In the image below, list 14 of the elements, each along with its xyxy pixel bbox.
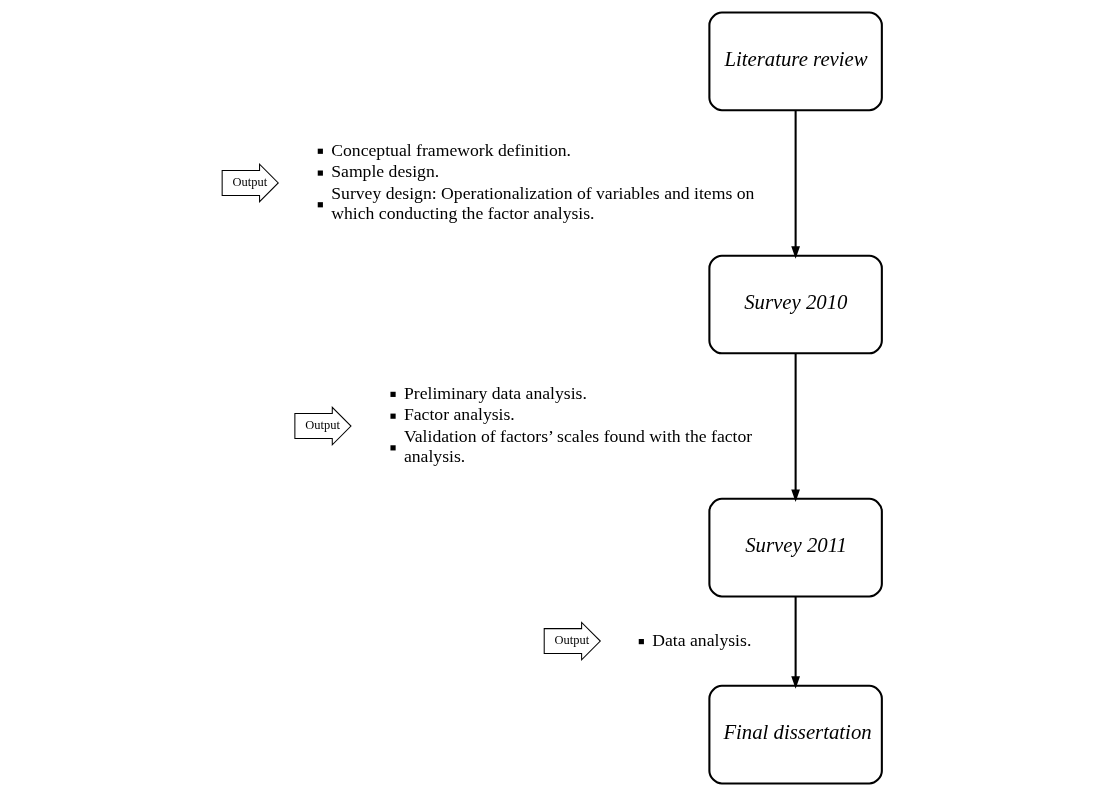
arrow (791, 353, 800, 502)
node-label: Survey design: Operationalization of variables and items on which conducting the factor analysis. (331, 183, 755, 223)
node-label: Factor analysis. (403, 404, 515, 425)
node-label: Data analysis. (652, 629, 752, 650)
node-label: Sample design. (331, 161, 440, 182)
node-box: Literature review (708, 11, 883, 112)
node-label: Conceptual framework definition. (331, 139, 571, 160)
node-box: Final dissertation (708, 684, 883, 785)
arrow (791, 110, 800, 259)
node-label: Validation of factors’ scales found with the factor analysis. (403, 426, 753, 466)
node-label: Preliminary data analysis. (403, 382, 587, 403)
arrow (791, 596, 800, 689)
node-box: Survey 2010 (708, 254, 883, 355)
node-box: Survey 2011 (708, 497, 883, 598)
